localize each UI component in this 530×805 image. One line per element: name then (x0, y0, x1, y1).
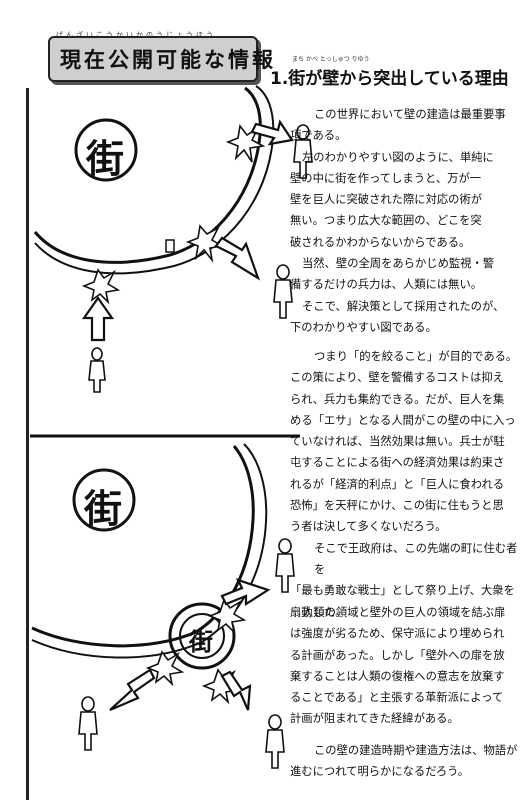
text-line: そこで王政府は、この先端の町に住む者を (314, 541, 518, 576)
text-line: 破されるかわからないからである。 (290, 235, 471, 249)
top-emblem-label: 街 (86, 136, 125, 181)
paragraph-3: 人類の領域と壁外の巨人の領域を結ぶ扉 は強度が劣るため、保守派により埋められ る… (290, 602, 522, 730)
text-line: 扇動した。 (290, 605, 347, 619)
paragraph-2: つまり「的を絞ること」が目的である。 この策により、壁を警備するコストは抑え ら… (290, 346, 522, 623)
header-ruby: げんざいこうかいかのうじょうほう (56, 31, 216, 39)
paragraph-4: この壁の建造時期や建造方法は、物語が 進むにつれて明らかになるだろう。 (290, 740, 522, 783)
text-line: つまり「的を絞ること」が目的である。 (314, 350, 518, 363)
arrow (81, 119, 294, 342)
text-line: この世界において壁の建造は最重要事 (314, 108, 506, 121)
text-line: 棄することは人類の復権への意志を放棄す (290, 669, 505, 683)
header-title: 現在公開可能な情報 (60, 47, 276, 72)
text-line: 備するだけの兵力は、人類には無い。 (290, 278, 483, 292)
paragraph-1: この世界において壁の建造は最重要事 項である。 左のわかりやすい図のように、単純… (290, 104, 522, 338)
header-tab (48, 36, 258, 82)
left-border-line (26, 88, 29, 800)
text-line: める「エサ」となる人間がこの壁の中に入っ (290, 413, 516, 427)
text-line: 計画が阻まれてきた経緯がある。 (290, 712, 459, 726)
text-line: 「最も勇敢な戦士」として祭り上げ、大衆を (290, 584, 515, 598)
text-line: 項である。 (290, 129, 347, 143)
text-line: ていなければ、当然効果は無い。兵士が駐 (290, 435, 505, 449)
text-line: 壁の中に街を作ってしまうと、万が一 (290, 171, 482, 185)
text-line: 恐怖」を天秤にかけ、この街に住もうと思 (290, 499, 504, 513)
text-line: 人類の領域と壁外の巨人の領域を結ぶ扉 (302, 606, 506, 619)
text-line: 左のわかりやすい図のように、単純に (302, 150, 494, 164)
text-line: この策により、壁を警備するコストは抑え (290, 371, 504, 385)
text-line: は強度が劣るため、保守派により埋められ (290, 627, 505, 641)
section-ruby: まち かべ とっしゅつ りゆう (292, 56, 370, 63)
text-line: 下のわかりやすい図である。 (290, 320, 437, 334)
person-icon (88, 124, 313, 393)
text-line: そこで、解決策として採用されたのが、 (302, 299, 505, 313)
bottom-emblem-label: 街 (84, 486, 123, 531)
text-line: る計画があった。しかし「壁外への扉を放 (290, 648, 505, 662)
text-line: ることである」と主張する革新派によって (290, 691, 504, 705)
text-line: られ、兵力も集約できる。だが、巨人を集 (290, 392, 505, 406)
text-line: 無い。つまり広大な範囲の、どこを突 (290, 214, 482, 228)
section-title: 1.街が壁から突出している理由 (270, 69, 509, 89)
text-line: れるが「経済的利点」と「巨人に食われる (290, 477, 505, 491)
text-line: 当然、壁の全周をあらかじめ監視・警 (302, 257, 495, 271)
bottom-diagram (31, 443, 295, 769)
text-line: う者は決して多くないだろう。 (290, 520, 447, 534)
text-line: この壁の建造時期や建造方法は、物語が (314, 744, 518, 757)
inner-emblem-label: 街 (189, 627, 213, 656)
text-line: 壁を巨人に突破された際に対応の術が (290, 193, 483, 207)
text-line: 屯することによる街への経済効果は約束さ (290, 456, 505, 470)
top-diagram (33, 85, 313, 393)
text-line: 進むにつれて明らかになるだろう。 (290, 765, 470, 779)
